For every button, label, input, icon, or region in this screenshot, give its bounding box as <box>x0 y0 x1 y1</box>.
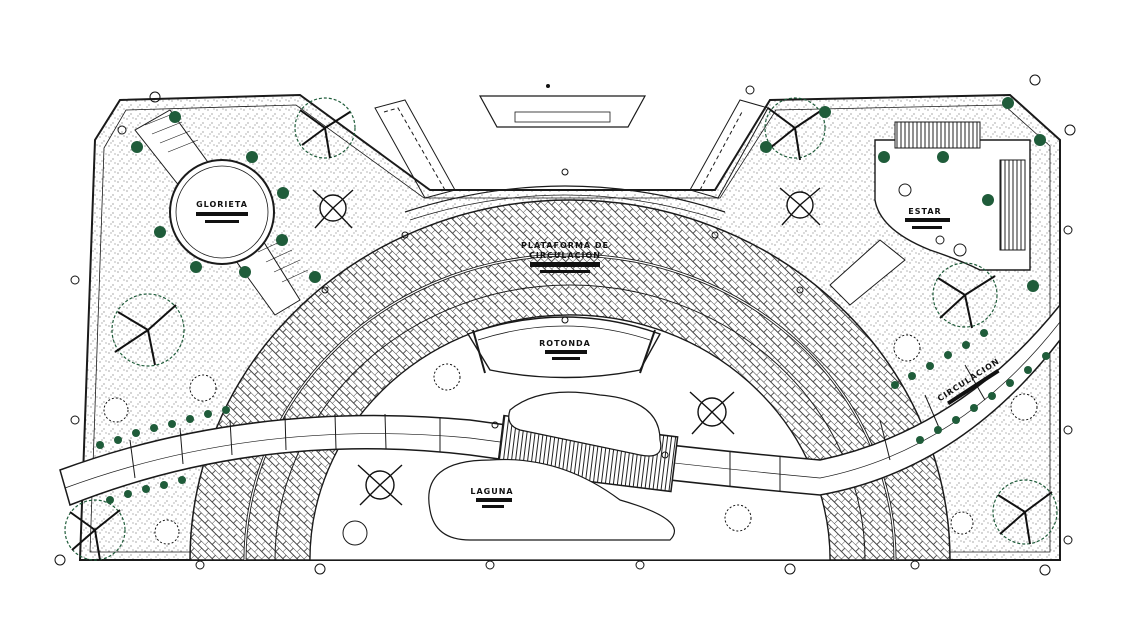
rotonda-stage: ROTONDA <box>466 316 662 379</box>
entrance-plaque <box>478 84 647 128</box>
glorieta-gazebo: GLORIETA <box>134 109 309 316</box>
rotonda-label: ROTONDA <box>539 339 591 348</box>
tree-icon <box>932 262 998 329</box>
tree-icon <box>111 293 185 367</box>
shrub-icon <box>312 187 821 506</box>
glorieta-label: GLORIETA <box>196 200 248 209</box>
tree-icon <box>992 479 1058 545</box>
lamp-post-icon <box>54 74 1076 576</box>
tree-icon <box>64 499 126 561</box>
plataforma-label-line2: CIRCULACION <box>529 251 601 260</box>
estar-area: ESTAR <box>829 121 1031 306</box>
tree-icon <box>764 97 826 161</box>
laguna-label: LAGUNA <box>470 487 513 496</box>
tree-icon <box>294 97 356 159</box>
plataforma-label: PLATAFORMA DE <box>521 241 609 250</box>
hedge-row <box>96 97 1050 504</box>
laguna-pond: LAGUNA <box>342 391 675 546</box>
north-arrow-icon <box>546 84 550 88</box>
plataforma-label-group: PLATAFORMA DE CIRCULACION <box>521 241 609 273</box>
shrub-icon <box>103 334 1038 545</box>
estar-label: ESTAR <box>908 207 941 216</box>
